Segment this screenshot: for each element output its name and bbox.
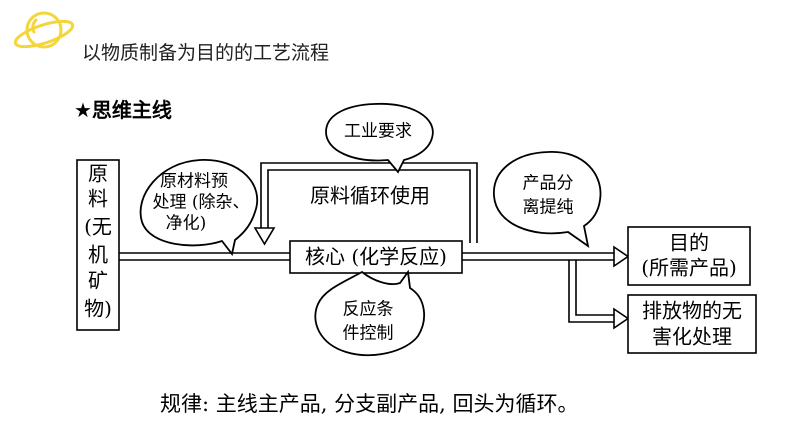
raw-material-line: 原 — [88, 162, 108, 186]
raw-material-line: 料 — [88, 187, 108, 211]
bubble-conditions-line: 反应条 — [343, 300, 394, 320]
branch-line-waste — [568, 260, 618, 323]
raw-material-line: 机 — [88, 243, 108, 267]
bubble-pretreat-line: 净化) — [166, 214, 207, 234]
section-heading: ★思维主线 — [74, 98, 172, 122]
bubble-pretreat-line: 原材料预 — [160, 172, 228, 192]
arrow-recycle — [253, 227, 276, 246]
main-line-input — [119, 252, 290, 261]
planet-icon — [13, 11, 75, 49]
bubble-pretreat-line: 处理 (除杂、 — [152, 193, 249, 213]
raw-material-line: (无 — [84, 215, 112, 239]
recycle-loop — [260, 162, 478, 243]
bubble-requirement-text: 工业要求 — [344, 122, 412, 142]
bubble-separation-line: 产品分 — [523, 174, 574, 194]
waste-line: 排放物的无 — [642, 299, 742, 323]
rule-text: 规律: 主线主产品, 分支副产品, 回头为循环。 — [160, 392, 579, 416]
raw-material-box — [76, 159, 120, 331]
bubble-conditions-line: 件控制 — [343, 324, 394, 344]
raw-material-label: 原 料 (无 机 矿 物) — [84, 162, 112, 321]
bubble-separation — [493, 151, 602, 249]
recycle-label: 原料循环使用 — [310, 184, 430, 208]
raw-material-line: 物) — [84, 297, 112, 321]
bubble-separation-line: 离提纯 — [523, 198, 574, 218]
target-line: (所需产品) — [641, 256, 737, 280]
waste-line: 害化处理 — [652, 325, 732, 349]
arrow-to-waste — [613, 307, 630, 330]
bubble-conditions — [314, 269, 425, 356]
main-line-output — [462, 252, 618, 261]
core-label: 核心 (化学反应) — [305, 245, 447, 269]
raw-material-line: 矿 — [88, 269, 108, 293]
arrow-to-target — [613, 245, 630, 268]
bubble-pretreat — [139, 159, 259, 257]
page-title: 以物质制备为目的的工艺流程 — [82, 42, 330, 64]
core-box — [289, 240, 463, 274]
waste-box — [627, 294, 757, 354]
bubble-requirement — [325, 103, 434, 174]
target-box — [627, 226, 751, 286]
target-line: 目的 — [669, 231, 709, 255]
